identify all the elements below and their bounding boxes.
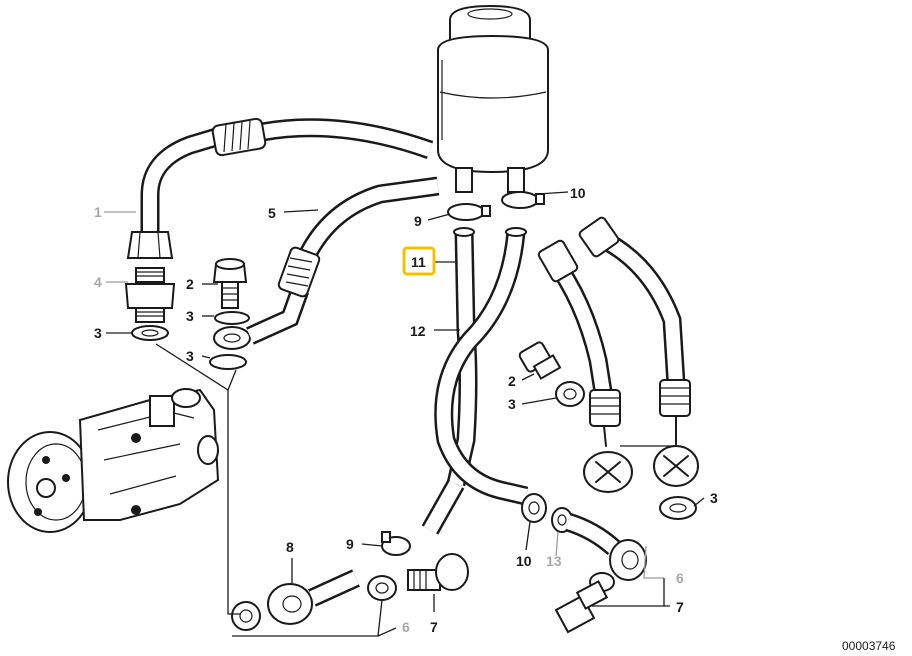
- callout-3-right: 3: [710, 490, 718, 506]
- callout-9-lower: 9: [346, 536, 354, 552]
- banjo-bolt-lower-right[interactable]: [554, 580, 609, 634]
- hose-clamp-upper-9[interactable]: [447, 203, 491, 221]
- callout-3-left: 3: [94, 325, 102, 341]
- return-hose[interactable]: [277, 176, 440, 298]
- callout-10-upper: 10: [570, 185, 586, 201]
- sealing-washer-left[interactable]: [131, 325, 169, 341]
- banjo-fitting-upper[interactable]: [213, 286, 309, 350]
- callout-7-lower: 7: [430, 619, 438, 635]
- washer-bottom-middle[interactable]: [367, 575, 397, 601]
- power-steering-pump[interactable]: [7, 388, 220, 533]
- leader-lines: [104, 191, 705, 637]
- callout-labels: 1 4 3 2 3 3 5 9 10 11 12 2 3 3 8 9 10 13…: [94, 185, 718, 635]
- banjo-bolt-bottom[interactable]: [407, 553, 469, 591]
- banjo-fitting-right-a[interactable]: [583, 451, 633, 493]
- washer-right-3[interactable]: [659, 496, 697, 520]
- callout-6-lower: 6: [402, 619, 410, 635]
- callout-2-upper: 2: [186, 276, 194, 292]
- pressure-line[interactable]: [126, 117, 434, 259]
- callout-13: 13: [546, 553, 562, 569]
- fluid-reservoir[interactable]: [437, 4, 549, 193]
- callout-8: 8: [286, 539, 294, 555]
- hose-clamp-upper-10[interactable]: [501, 191, 545, 209]
- callout-12: 12: [410, 323, 426, 339]
- callout-3-middle: 3: [508, 396, 516, 412]
- callout-11-highlight: [402, 246, 436, 276]
- banjo-fitting-bottom[interactable]: [267, 569, 360, 625]
- callout-1: 1: [94, 204, 102, 220]
- washer-bottom-left[interactable]: [231, 601, 261, 631]
- high-pressure-hose-b[interactable]: [578, 216, 691, 445]
- return-pipe-lower[interactable]: [565, 512, 621, 556]
- callout-3-upper-a: 3: [186, 308, 194, 324]
- washer-upper-b[interactable]: [209, 354, 247, 370]
- callout-2-middle: 2: [508, 373, 516, 389]
- callout-3-upper-b: 3: [186, 348, 194, 364]
- washer-upper-a[interactable]: [214, 311, 250, 325]
- long-return-hose[interactable]: [421, 227, 529, 535]
- callout-10-lower: 10: [516, 553, 532, 569]
- callout-6-right: 6: [676, 570, 684, 586]
- hose-clamp-lower-10[interactable]: [521, 493, 547, 523]
- banjo-bolt-middle[interactable]: [518, 341, 562, 380]
- diagram-reference-number: 00003746: [842, 639, 896, 653]
- callout-5: 5: [268, 205, 276, 221]
- hose-clamp-lower-9[interactable]: [381, 531, 411, 556]
- washer-middle[interactable]: [555, 381, 585, 407]
- banjo-fitting-right-b[interactable]: [653, 445, 699, 487]
- union-fitting[interactable]: [124, 267, 176, 323]
- callout-7-right: 7: [676, 599, 684, 615]
- high-pressure-hose-a[interactable]: [537, 239, 621, 447]
- banjo-bolt-upper[interactable]: [212, 258, 248, 309]
- callout-4: 4: [94, 274, 102, 290]
- callout-11: 11: [411, 254, 426, 270]
- banjo-fitting-lower-right[interactable]: [609, 539, 647, 581]
- callout-9-upper: 9: [414, 213, 422, 229]
